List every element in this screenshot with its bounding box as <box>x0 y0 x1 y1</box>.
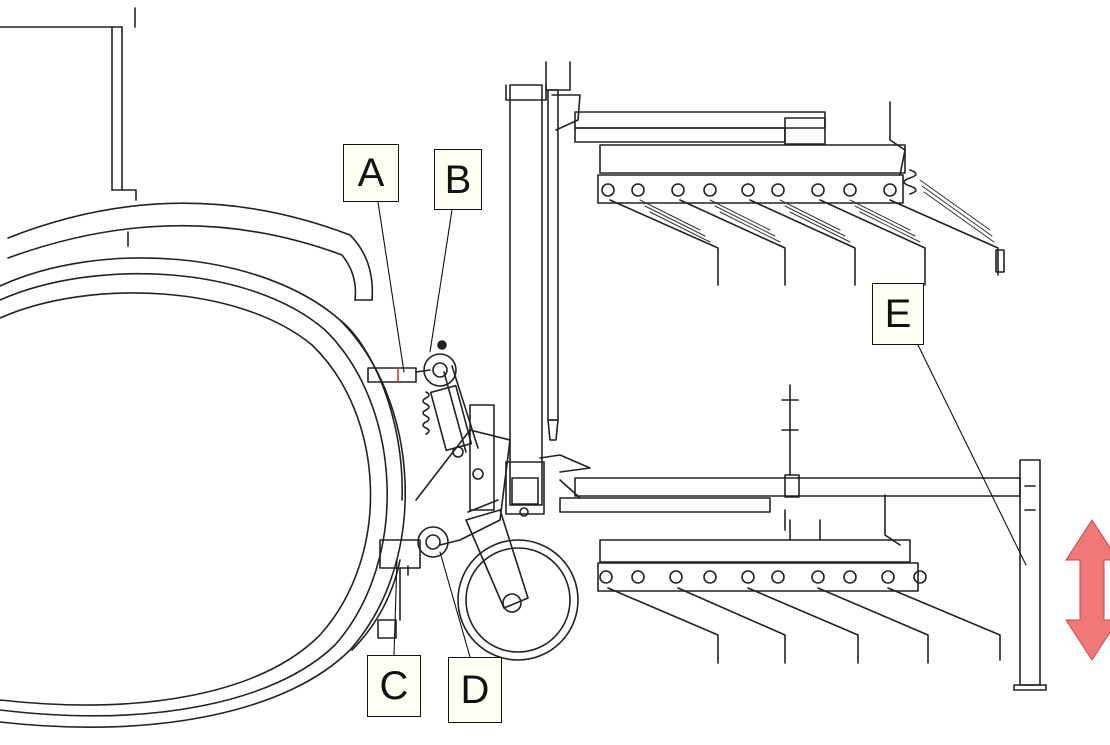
lower-harrow <box>559 384 1021 664</box>
depth-post <box>1013 459 1047 691</box>
callout-label-e: E <box>872 283 924 345</box>
gauge-wheel <box>457 499 579 661</box>
callout-label-b: B <box>434 149 482 210</box>
callout-label-a: A <box>343 144 399 202</box>
callout-label-c: C <box>367 655 421 717</box>
tractor-fender <box>7 202 374 301</box>
top-link-assembly <box>367 340 479 458</box>
upper-tine-springs <box>639 179 995 243</box>
leader-lines <box>377 201 1027 658</box>
upper-harrow <box>545 61 1005 286</box>
frame-post <box>469 84 591 517</box>
tractor-rear-wheel <box>0 257 406 728</box>
hitch-plate <box>415 429 511 558</box>
tractor-cab <box>0 7 137 201</box>
lower-link-bracket <box>377 539 421 639</box>
vertical-double-arrow-icon <box>1065 519 1110 661</box>
callout-label-d: D <box>448 657 502 723</box>
